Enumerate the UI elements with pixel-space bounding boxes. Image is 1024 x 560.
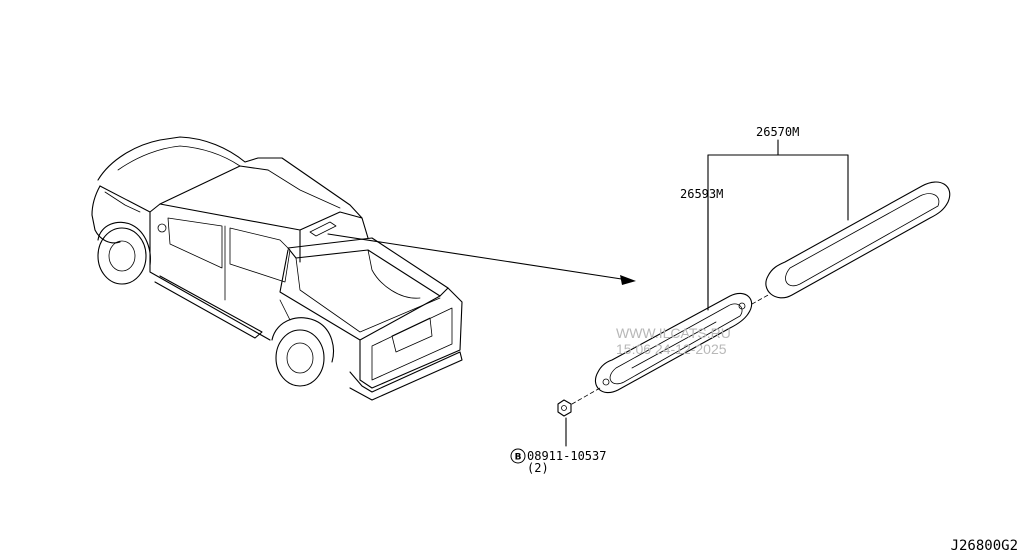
diagram-code: J26800G2 [951, 538, 1018, 554]
fastener-symbol-circle [510, 448, 526, 464]
label-part-assembly: 26570M [756, 125, 799, 139]
label-fastener-qty: (2) [527, 461, 549, 475]
label-part-lamp: 26593M [680, 187, 723, 201]
fastener-callout: B 08911-10537 (2) [510, 448, 606, 475]
stop-lamp-body [571, 292, 771, 405]
fastener-symbol: B [515, 453, 522, 463]
fastener-nut [557, 399, 572, 447]
pickup-truck-illustration [91, 136, 463, 401]
watermark-site: WWW.ILCATS.RU [616, 325, 731, 341]
watermark-timestamp: 15:06 24-12-2025 [616, 341, 727, 357]
location-pointer-arrow [327, 233, 636, 285]
label-fastener-number: 08911-10537 [527, 449, 606, 463]
stop-lamp-lens [765, 181, 951, 299]
assembly-bracket [707, 139, 849, 311]
